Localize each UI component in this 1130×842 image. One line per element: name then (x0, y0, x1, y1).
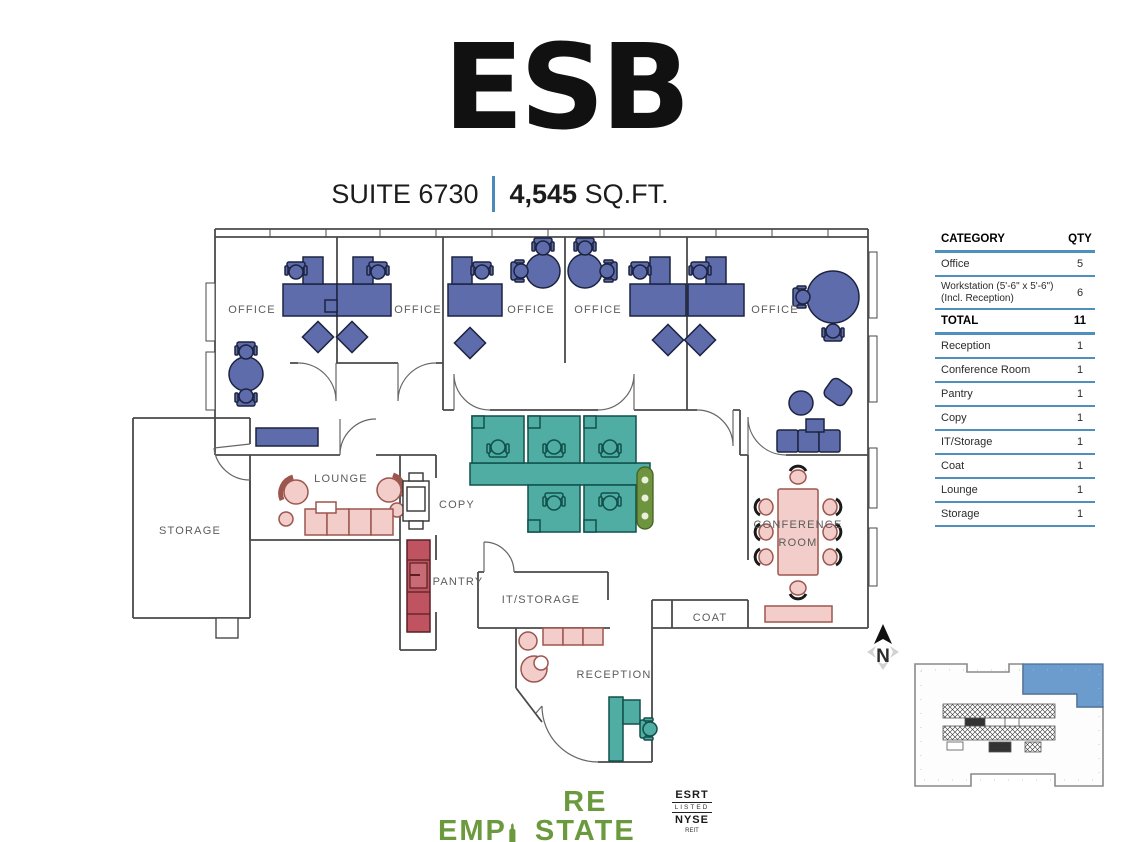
copier (402, 472, 430, 530)
compass: N (867, 624, 899, 670)
label-conference-2: ROOM (778, 537, 817, 549)
esrt-listed: LISTED (674, 804, 710, 811)
table-row: Reception 1 (935, 335, 1095, 359)
label-office-1: OFFICE (228, 304, 276, 316)
pantry-counter (406, 539, 431, 633)
building-keyplan (914, 663, 1104, 787)
label-storage: STORAGE (159, 525, 221, 537)
table-row: Pantry 1 (935, 383, 1095, 407)
table-row: Office 5 (935, 253, 1095, 277)
label-lounge: LOUNGE (314, 473, 368, 485)
compass-label: N (876, 646, 890, 667)
label-office-4: OFFICE (574, 304, 622, 316)
empire-text-1: EMP (438, 815, 507, 842)
table-header-row: CATEGORY QTY (935, 228, 1095, 253)
esb-building-icon (509, 817, 516, 842)
suite-highlight (1022, 663, 1104, 708)
label-office-3: OFFICE (507, 304, 555, 316)
title-divider (492, 176, 496, 212)
esrt-nyse-badge: ESRT LISTED NYSE REIT (668, 789, 716, 834)
room-labels: OFFICE OFFICE OFFICE OFFICE OFFICE LOUNG… (159, 304, 842, 681)
esrt-nyse: NYSE (675, 814, 709, 826)
plant (636, 466, 654, 530)
table-row: Conference Room 1 (935, 359, 1095, 383)
label-copy: COPY (439, 499, 475, 511)
table-row: Workstation (5'-6" x 5'-6") (Incl. Recep… (935, 277, 1095, 310)
empire-text-2: RE STATE (534, 786, 636, 842)
table-row: Coat 1 (935, 455, 1095, 479)
esrt-ticker: ESRT (675, 789, 709, 801)
label-office-5: OFFICE (751, 304, 799, 316)
suite-number: SUITE 6730 (331, 178, 479, 209)
label-reception: RECEPTION (577, 669, 652, 681)
col-category: CATEGORY (941, 233, 1005, 245)
building-core (942, 703, 1056, 753)
area-unit: SQ.FT. (584, 178, 669, 209)
label-office-2: OFFICE (394, 304, 442, 316)
floor-plan: OFFICE OFFICE OFFICE OFFICE OFFICE LOUNG… (132, 228, 878, 763)
table-row: Copy 1 (935, 407, 1095, 431)
label-coat: COAT (693, 612, 728, 624)
label-conference-1: CONFERENCE (753, 519, 842, 531)
col-qty: QTY (1068, 233, 1092, 245)
office-furniture (228, 237, 860, 453)
esrt-reit: REIT (685, 828, 699, 834)
table-row: IT/Storage 1 (935, 431, 1095, 455)
area-value: 4,545 (509, 178, 578, 209)
table-row: Lounge 1 (935, 479, 1095, 503)
label-it-storage: IT/STORAGE (502, 594, 580, 606)
table-total-row: TOTAL 11 (935, 310, 1095, 335)
workstations (469, 415, 658, 762)
category-table: CATEGORY QTY Office 5 Workstation (5'-6"… (935, 228, 1095, 527)
table-row: Storage 1 (935, 503, 1095, 527)
label-pantry: PANTRY (433, 576, 484, 588)
north-arrow (874, 624, 892, 644)
soft-seating (278, 464, 843, 683)
esb-logo: ESB (443, 18, 691, 156)
suite-title: SUITE 6730 4,545 SQ.FT. (0, 176, 1000, 212)
